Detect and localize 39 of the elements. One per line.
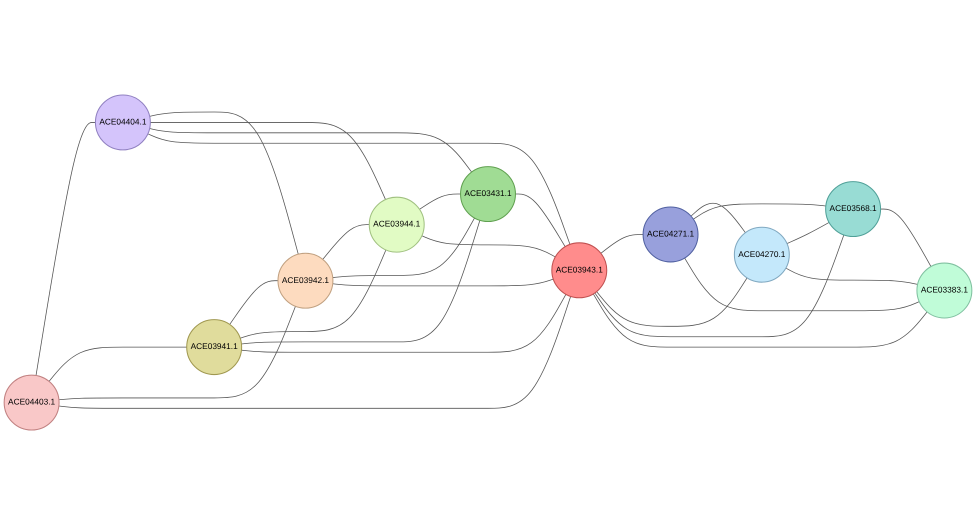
- connector: [786, 222, 830, 244]
- connector: [592, 294, 928, 348]
- node-circle: ACE04404.1: [94, 94, 151, 150]
- connector: [332, 218, 475, 278]
- node-circle: ACE03383.1: [916, 262, 972, 318]
- connector: [785, 268, 918, 285]
- connector: [421, 235, 556, 258]
- connector: [692, 203, 826, 220]
- connector: [149, 128, 472, 172]
- node-circle: ACE04403.1: [4, 374, 60, 431]
- connector: [515, 194, 566, 248]
- connector: [36, 122, 96, 376]
- connector: [241, 294, 566, 353]
- node-circle: ACE03941.1: [186, 319, 242, 376]
- node-circle: ACE03944.1: [368, 196, 425, 253]
- connector: [419, 194, 461, 210]
- connector: [48, 346, 188, 382]
- connector: [594, 234, 844, 338]
- connector: [332, 278, 554, 286]
- node-circle: ACE03568.1: [825, 181, 882, 238]
- connector: [684, 258, 920, 312]
- connector: [690, 202, 746, 234]
- connector: [322, 224, 370, 260]
- connector: [241, 220, 480, 344]
- node-circle: ACE04270.1: [734, 226, 790, 283]
- connector: [58, 296, 572, 409]
- node-circle: ACE03943.1: [551, 242, 608, 298]
- node-circle: ACE04271.1: [642, 206, 699, 262]
- connector: [240, 250, 386, 339]
- node-circle: ACE03942.1: [277, 252, 334, 309]
- connector: [149, 112, 299, 255]
- connector: [148, 133, 570, 245]
- connector: [596, 277, 748, 327]
- connector: [880, 208, 932, 267]
- connector: [600, 234, 644, 254]
- connector: [150, 122, 386, 200]
- connector: [58, 306, 296, 400]
- connector: [229, 280, 278, 325]
- node-circle: ACE03431.1: [460, 166, 516, 222]
